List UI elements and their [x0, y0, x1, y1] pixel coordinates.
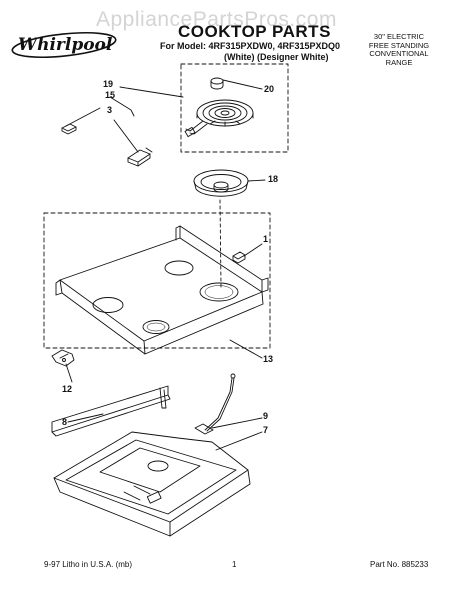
element-receptacle: [210, 77, 224, 90]
whirlpool-logo: Whirlpool: [10, 30, 120, 65]
footer-page-number: 1: [232, 560, 237, 569]
footer-litho: 9-97 Litho in U.S.A. (mb): [44, 560, 133, 569]
callout-12: 12: [62, 384, 73, 394]
surface-element-coil: [184, 99, 254, 138]
brand-wordmark: Whirlpool: [18, 35, 113, 55]
callout-19: 19: [103, 79, 114, 89]
range-line-1: 30" ELECTRIC: [373, 32, 425, 41]
leader-1: [243, 243, 263, 257]
cooktop-group-box: [43, 212, 271, 349]
callout-7: 7: [263, 425, 269, 435]
burner-box-tray: [53, 431, 251, 537]
page-title: COOKTOP PARTS: [178, 22, 331, 41]
leader-13: [229, 339, 263, 359]
range-line-2: FREE STANDING: [368, 40, 430, 50]
leader-bowl-drop: [219, 199, 222, 288]
leader-15: [109, 96, 135, 117]
clip-part: [61, 123, 77, 135]
model-line: For Model: 4RF315PXDW0, 4RF315PXDQ0: [160, 41, 341, 51]
cooktop-clip: [232, 251, 246, 264]
leader-8: [67, 413, 104, 423]
leader-12: [65, 363, 73, 383]
callout-20: 20: [264, 84, 275, 94]
front-strip: [51, 385, 171, 437]
leader-19: [119, 86, 184, 98]
leader-15b: [65, 107, 101, 127]
cooktop-hinge: [51, 349, 75, 367]
cooktop-main-top: [55, 225, 269, 355]
drip-bowl: [193, 169, 249, 197]
callout-3: 3: [107, 105, 113, 115]
leader-18: [247, 179, 266, 182]
element-group-box: [180, 63, 289, 153]
whirlpool-logo-mark: Whirlpool: [11, 31, 117, 59]
watermark-text: AppliancePartsPros.com: [96, 8, 337, 31]
callout-13: 13: [263, 354, 274, 364]
leader-3: [113, 119, 139, 153]
leader-7: [215, 431, 263, 451]
range-line-4: RANGE: [385, 57, 413, 67]
terminal-block: [127, 147, 153, 167]
callout-18: 18: [268, 174, 279, 184]
callout-15: 15: [105, 90, 116, 100]
color-line: (White) (Designer White): [224, 52, 329, 62]
callout-1: 1: [263, 234, 269, 244]
callout-9: 9: [263, 411, 269, 421]
leader-9: [211, 417, 263, 429]
footer-part-number: Part No. 885233: [370, 560, 429, 569]
range-description: 30" ELECTRIC FREE STANDING CONVENTIONAL …: [356, 32, 442, 67]
callout-8: 8: [62, 417, 68, 427]
leader-20: [222, 79, 263, 90]
wire-harness: [194, 373, 236, 435]
range-line-3: CONVENTIONAL: [369, 49, 429, 58]
model-numbers: For Model: 4RF315PXDW0, 4RF315PXDQ0 (Whi…: [160, 41, 340, 63]
